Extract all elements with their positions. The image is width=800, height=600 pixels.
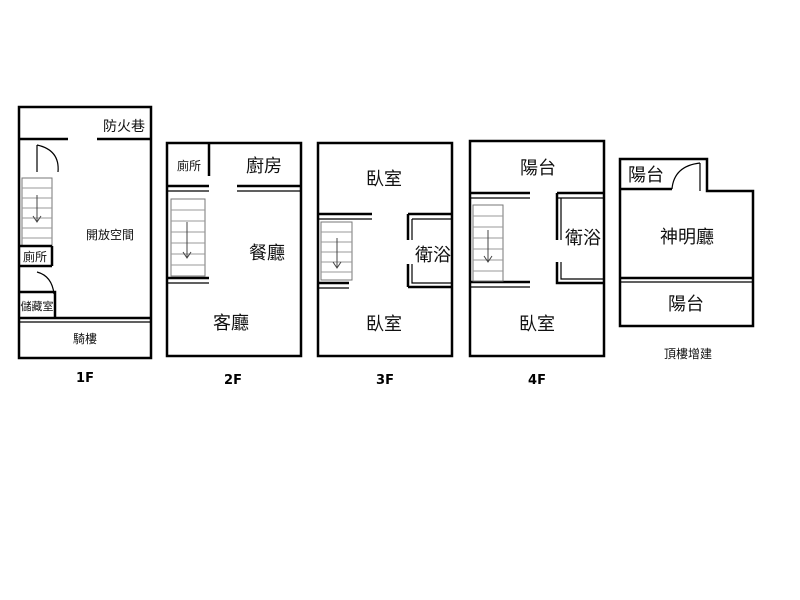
room-label-fire-lane: 防火巷: [103, 119, 145, 135]
staircase: [21, 177, 53, 247]
wall: [17, 105, 153, 360]
wall: [555, 193, 604, 285]
door-swing: [671, 162, 701, 191]
floor-label-1f: 1F: [76, 371, 94, 386]
staircase: [472, 204, 504, 282]
room-label-bathroom: 衛浴: [565, 228, 601, 249]
floor-label-4f: 4F: [528, 373, 546, 388]
floor-plan-2f: 廁所 廚房 餐廳 客廳 2F: [165, 141, 303, 388]
wall: [411, 218, 452, 284]
room-label-kitchen: 廚房: [246, 155, 282, 177]
room-label-toilet: 廁所: [177, 158, 201, 173]
room-label-balcony-bottom: 陽台: [668, 294, 704, 315]
room-label-arcade: 騎樓: [73, 331, 97, 346]
room-label-bedroom-top: 臥室: [366, 169, 402, 190]
room-label-dining: 餐廳: [249, 243, 285, 264]
room-label-shrine-hall: 神明廳: [660, 227, 714, 248]
door-swing: [36, 271, 55, 295]
floor-label-2f: 2F: [224, 373, 242, 388]
room-label-toilet: 廁所: [23, 249, 47, 264]
floor-label-rooftop: 頂樓增建: [664, 346, 712, 361]
room-label-open-space: 開放空間: [86, 227, 134, 242]
wall: [468, 139, 606, 358]
wall: [165, 141, 303, 358]
wall: [618, 157, 755, 328]
wall: [19, 244, 54, 268]
staircase: [170, 198, 206, 277]
wall: [316, 141, 454, 358]
room-label-bedroom-bottom: 臥室: [366, 314, 402, 335]
door-swing: [36, 144, 59, 173]
room-label-balcony: 陽台: [520, 158, 556, 179]
wall: [406, 212, 452, 287]
floor-plan-3f: 臥室 衛浴 臥室 3F: [316, 141, 454, 388]
floor-label-3f: 3F: [376, 373, 394, 388]
room-label-bedroom: 臥室: [519, 314, 555, 335]
room-label-living: 客廳: [213, 313, 249, 334]
staircase: [320, 221, 353, 281]
wall: [318, 281, 452, 289]
floor-plan-4f: 陽台 衛浴 臥室 4F: [468, 139, 606, 388]
room-label-storage: 儲藏室: [21, 299, 54, 313]
floor-plan-rooftop: 陽台 神明廳 陽台 頂樓增建: [618, 157, 755, 361]
room-label-balcony-top: 陽台: [628, 165, 664, 186]
floor-plan-1f: 防火巷 開放空間 廁所 儲藏室 騎樓 1F: [17, 105, 153, 386]
wall: [560, 198, 604, 280]
wall: [19, 290, 57, 318]
room-label-bathroom: 衛浴: [415, 245, 451, 266]
